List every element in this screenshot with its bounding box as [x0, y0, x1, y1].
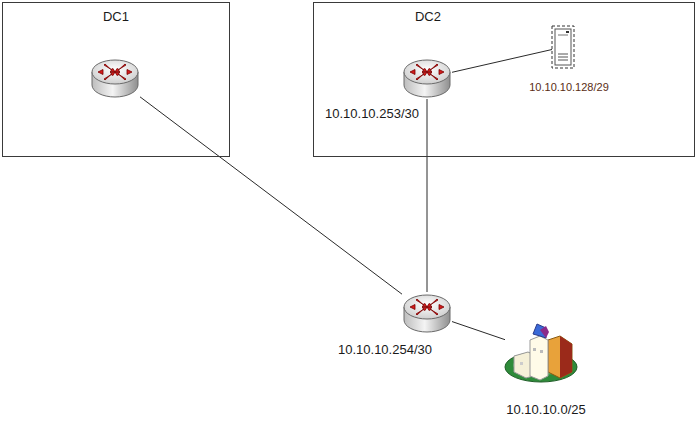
- datacenter-box: DC1: [2, 2, 230, 157]
- server-icon: [552, 26, 574, 68]
- node-label: 10.10.10.254/30: [338, 342, 450, 357]
- node-label: 10.10.10.128/29: [504, 80, 634, 95]
- node-label: DC1: [3, 9, 229, 24]
- network-link: [140, 97, 402, 294]
- datacenter-box: DC2 10.10.10.253/30 10.10.10.128/29: [313, 2, 695, 157]
- node-label: 10.10.10.253/30: [325, 106, 437, 121]
- network-link: [427, 99, 428, 292]
- server: 10.10.10.128/29: [552, 26, 574, 68]
- router-icon: [92, 60, 138, 97]
- node-label: DC2: [398, 9, 458, 24]
- node-label: 10.10.10.0/25: [491, 402, 601, 417]
- router-icon: [404, 295, 450, 332]
- router-icon: [404, 60, 450, 97]
- network-link: [452, 50, 552, 73]
- router: [90, 57, 140, 99]
- network-link: [452, 322, 505, 340]
- router: 10.10.10.253/30: [402, 57, 452, 99]
- router: 10.10.10.254/30: [402, 292, 452, 334]
- site: 10.10.10.0/25: [505, 322, 577, 382]
- site-icon: [505, 324, 577, 382]
